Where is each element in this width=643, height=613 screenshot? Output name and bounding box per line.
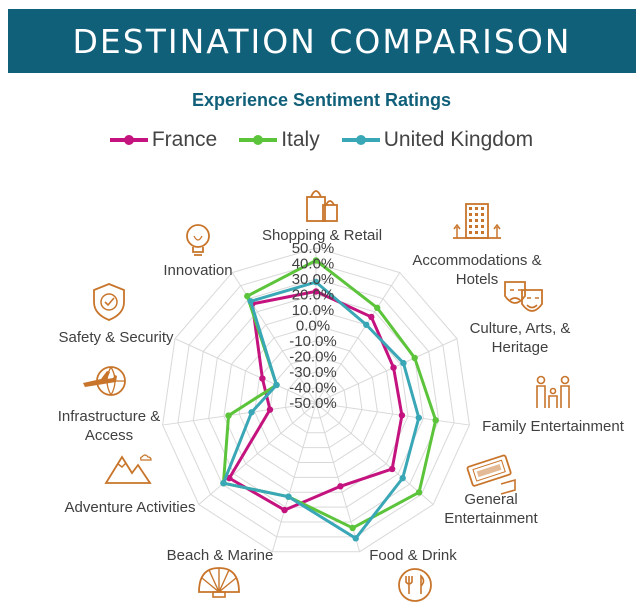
tick-label: -50.0% bbox=[289, 395, 337, 412]
data-point-united-kingdom bbox=[400, 359, 407, 367]
series-united-kingdom bbox=[220, 278, 422, 542]
axis-label-food-drink: Food & Drink bbox=[369, 547, 457, 564]
legend-label-italy: Italy bbox=[281, 128, 320, 151]
grid-spoke bbox=[198, 402, 317, 505]
grid-ring bbox=[300, 386, 332, 419]
legend-swatch-united-kingdom bbox=[341, 135, 380, 145]
tick-label: 0.0% bbox=[296, 318, 330, 335]
data-point-france bbox=[259, 375, 266, 382]
theater-masks-icon bbox=[504, 281, 543, 312]
title-banner: DESTINATION COMPARISON bbox=[8, 9, 636, 73]
axis-label-accommodations-hotels: Accommodations &Hotels bbox=[412, 252, 541, 288]
tick-label: -10.0% bbox=[289, 333, 337, 350]
data-point-france bbox=[266, 406, 274, 413]
data-point-italy bbox=[225, 412, 232, 419]
data-point-united-kingdom bbox=[285, 493, 292, 500]
grid-spoke bbox=[315, 338, 458, 404]
data-point-france bbox=[398, 412, 406, 419]
axis-label-beach-marine: Beach & Marine bbox=[167, 547, 274, 564]
family-icon bbox=[536, 375, 570, 408]
grid-spoke bbox=[315, 402, 470, 426]
series-line-united-kingdom bbox=[221, 280, 421, 540]
series-france bbox=[226, 288, 406, 514]
tick-label: 30.0% bbox=[292, 271, 335, 288]
grid-spoke bbox=[174, 338, 317, 404]
legend-label-france: France bbox=[151, 128, 218, 151]
dining-plate-icon bbox=[398, 568, 432, 602]
legend-item-united-kingdom[interactable]: United Kingdom bbox=[341, 128, 534, 152]
shopping-bags-icon bbox=[306, 190, 338, 222]
axis-label-safety-security: Safety & Security bbox=[58, 329, 174, 346]
axis-label-culture-arts-heritage: Culture, Arts, &Heritage bbox=[470, 320, 571, 356]
lightbulb-icon bbox=[186, 224, 210, 256]
plane-globe-icon bbox=[83, 366, 126, 397]
data-point-france bbox=[388, 465, 396, 473]
data-point-italy bbox=[349, 524, 356, 532]
data-point-united-kingdom bbox=[363, 321, 370, 328]
series-line-france bbox=[227, 289, 404, 512]
axis-label-infrastructure-access: Infrastructure &Access bbox=[58, 408, 161, 444]
tick-label: -30.0% bbox=[289, 364, 337, 381]
radial-tick-labels: -50.0%-40.0%-30.0%-20.0%-10.0%0.0%10.0%2… bbox=[289, 240, 337, 412]
data-point-united-kingdom bbox=[248, 409, 255, 416]
grid-ring bbox=[284, 371, 348, 434]
grid-ring bbox=[254, 340, 378, 463]
tick-label: 50.0% bbox=[292, 240, 335, 257]
seashell-icon bbox=[198, 567, 240, 598]
data-point-france bbox=[337, 483, 344, 490]
hotel-building-icon bbox=[453, 203, 501, 239]
grid-ring bbox=[192, 278, 440, 523]
data-point-united-kingdom bbox=[247, 298, 254, 305]
grid-ring bbox=[177, 262, 455, 538]
tick-label: 20.0% bbox=[292, 287, 335, 304]
tick-label: 40.0% bbox=[292, 256, 335, 273]
shield-check-icon bbox=[93, 283, 125, 321]
data-point-united-kingdom bbox=[312, 278, 320, 286]
grid-spoke bbox=[315, 402, 434, 505]
grid-ring bbox=[223, 309, 409, 493]
data-point-france bbox=[390, 364, 397, 371]
tick-label: 10.0% bbox=[292, 302, 335, 319]
tickets-icon bbox=[466, 454, 516, 495]
tick-label: -40.0% bbox=[289, 380, 337, 397]
grid-spoke bbox=[315, 272, 401, 404]
axis-label-family-entertainment: Family Entertainment bbox=[482, 418, 625, 435]
legend-swatch-france bbox=[109, 135, 148, 145]
data-point-france bbox=[368, 313, 375, 321]
legend-item-italy[interactable]: Italy bbox=[239, 128, 320, 152]
data-point-united-kingdom bbox=[399, 474, 406, 482]
grid-ring bbox=[238, 324, 394, 478]
data-point-italy bbox=[312, 257, 320, 264]
data-point-united-kingdom bbox=[220, 479, 227, 487]
mountains-icon bbox=[104, 454, 152, 484]
legend-label-united-kingdom: United Kingdom bbox=[383, 128, 534, 151]
chart-legend: France Italy United Kingdom bbox=[0, 128, 643, 152]
legend-swatch-italy bbox=[239, 135, 278, 145]
grid-ring bbox=[162, 247, 470, 553]
data-point-italy bbox=[373, 304, 381, 312]
axis-label-adventure-activities: Adventure Activities bbox=[65, 499, 196, 516]
data-point-united-kingdom bbox=[415, 414, 422, 421]
grid-spoke bbox=[271, 402, 317, 552]
data-point-united-kingdom bbox=[273, 381, 280, 389]
data-point-france bbox=[312, 288, 320, 295]
data-point-italy bbox=[244, 292, 251, 300]
page-title: DESTINATION COMPARISON bbox=[72, 21, 572, 61]
tick-label: -20.0% bbox=[289, 349, 337, 366]
grid-spoke bbox=[162, 402, 317, 426]
data-point-united-kingdom bbox=[352, 535, 359, 542]
chart-title: Experience Sentiment Ratings bbox=[191, 90, 452, 110]
axis-label-innovation: Innovation bbox=[163, 262, 232, 279]
data-point-italy bbox=[415, 489, 423, 496]
data-point-france bbox=[281, 506, 288, 514]
legend-item-france[interactable]: France bbox=[109, 128, 218, 152]
axis-label-shopping-retail: Shopping & Retail bbox=[262, 227, 382, 244]
data-point-italy bbox=[411, 354, 418, 362]
data-point-italy bbox=[432, 417, 439, 424]
